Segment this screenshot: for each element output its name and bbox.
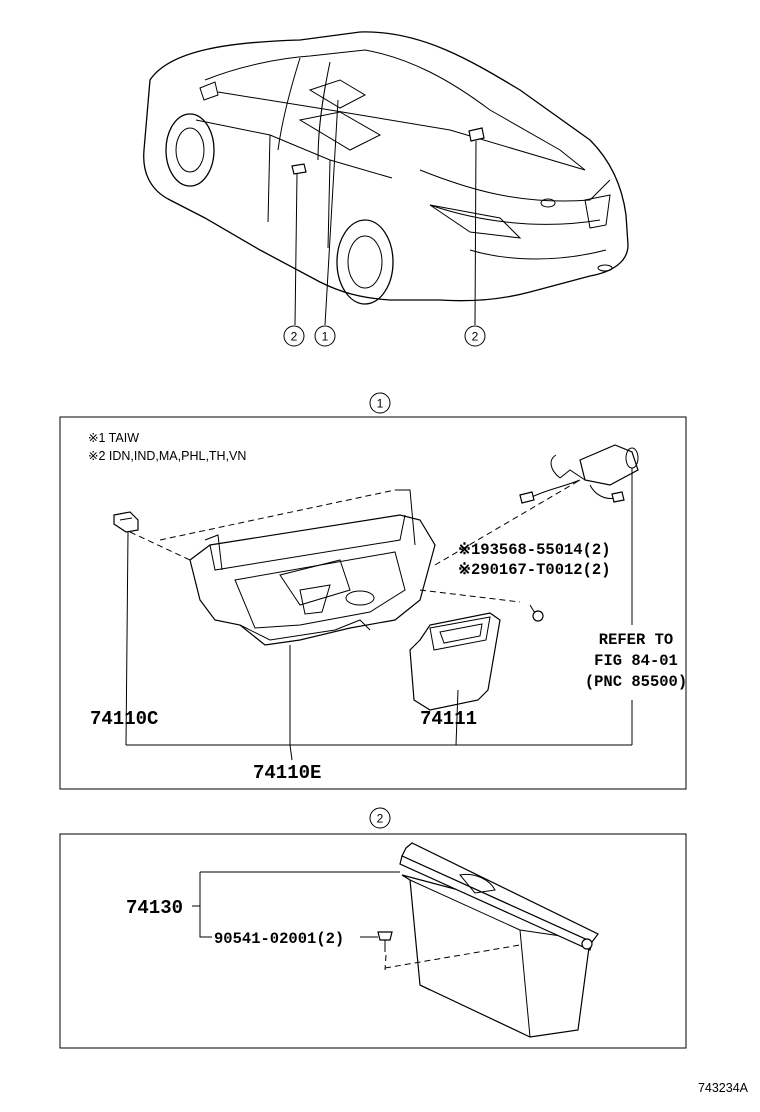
label-90541-02001: 90541-02001(2) bbox=[214, 930, 344, 948]
part-90541-clip bbox=[377, 931, 393, 952]
refer-line-3: (PNC 85500) bbox=[585, 673, 687, 691]
svg-text:2: 2 bbox=[377, 812, 384, 826]
svg-text:1: 1 bbox=[377, 397, 384, 411]
part-74110e-tray bbox=[189, 489, 436, 646]
callout-car-left: 2 bbox=[283, 325, 305, 347]
section-1-frame bbox=[59, 416, 687, 790]
door-pocket-left-marker bbox=[291, 163, 307, 175]
svg-text:1: 1 bbox=[322, 330, 329, 344]
svg-text:2: 2 bbox=[291, 330, 298, 344]
part-74111-box bbox=[409, 612, 501, 711]
part-74110c-clip bbox=[113, 511, 139, 533]
callout-car-right: 2 bbox=[464, 325, 486, 347]
section-2-callout: 2 bbox=[369, 807, 391, 829]
label-74110e: 74110E bbox=[253, 762, 321, 784]
note-region: ※2 IDN,IND,MA,PHL,TH,VN bbox=[88, 449, 246, 463]
label-74110c: 74110C bbox=[90, 708, 158, 730]
refer-line-1: REFER TO bbox=[599, 631, 673, 649]
screw bbox=[529, 604, 544, 622]
car-illustration bbox=[143, 31, 629, 305]
part-number-193568: ※193568-55014(2) bbox=[458, 541, 611, 559]
callout-car-middle: 1 bbox=[314, 325, 336, 347]
section-1-callout: 1 bbox=[369, 392, 391, 414]
lighter-socket-assembly bbox=[519, 444, 639, 504]
part-74130-box bbox=[399, 842, 599, 1038]
svg-text:2: 2 bbox=[472, 330, 479, 344]
part-number-290167: ※290167-T0012(2) bbox=[458, 561, 611, 579]
label-74130: 74130 bbox=[126, 897, 183, 919]
section-2-frame bbox=[59, 833, 687, 1049]
figure-code: 743234A bbox=[698, 1081, 749, 1095]
refer-line-2: FIG 84-01 bbox=[594, 652, 678, 670]
label-74111: 74111 bbox=[420, 708, 477, 730]
note-taiw: ※1 TAIW bbox=[88, 431, 139, 445]
door-pocket-right-marker bbox=[468, 127, 485, 142]
